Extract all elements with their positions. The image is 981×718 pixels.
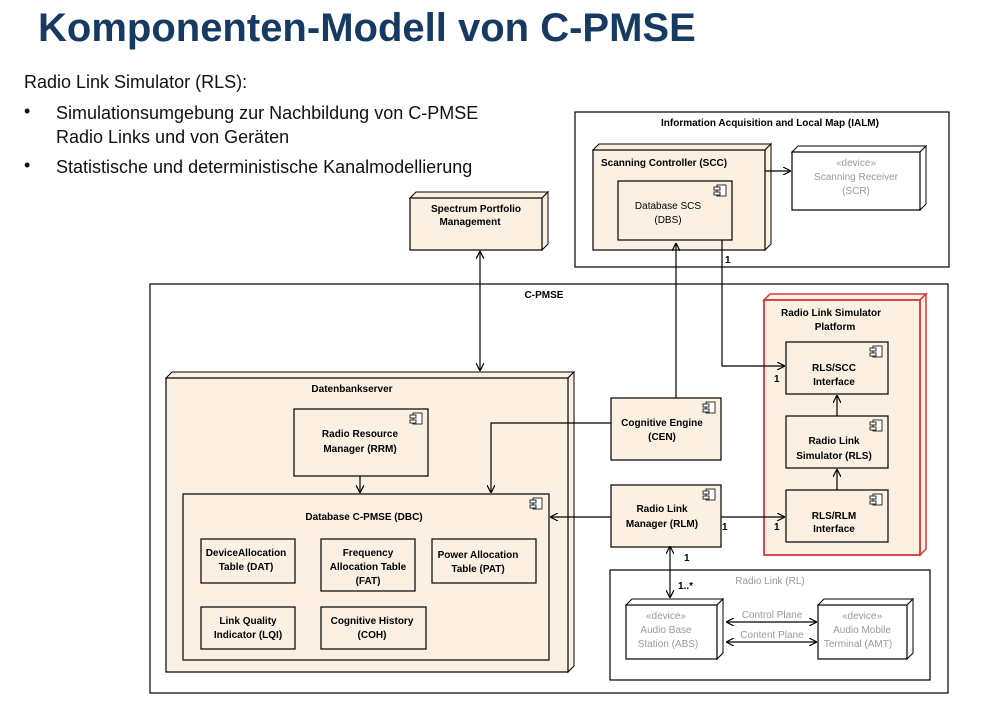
rls-scc-component: RLS/SCC Interface	[785, 341, 889, 395]
cen-component: Cognitive Engine (CEN)	[610, 397, 722, 461]
dbs-line1: Database SCS	[635, 201, 701, 212]
amt-line2: Terminal (AMT)	[824, 639, 892, 650]
coh-line2: (COH)	[358, 630, 387, 641]
multiplicity-label: 1	[722, 522, 728, 533]
component-icon	[869, 345, 883, 358]
scr-line1: Scanning Receiver	[814, 172, 899, 183]
dbc-label: Database C-PMSE (DBC)	[305, 512, 422, 523]
bullet-text-line: Simulationsumgebung zur Nachbildung von …	[56, 103, 479, 123]
pat-line1: Power Allocation	[438, 550, 519, 561]
control-plane-label: Control Plane	[742, 610, 803, 621]
rlsp-line2: Platform	[815, 322, 856, 333]
rrm-component: Radio Resource Manager (RRM)	[293, 408, 429, 477]
rl-label: Radio Link (RL)	[735, 576, 804, 587]
multiplicity-label: 1	[774, 374, 780, 385]
pat-line2: Table (PAT)	[451, 564, 504, 575]
rls-scc-line2: Interface	[813, 377, 855, 388]
cen-line2: (CEN)	[648, 432, 676, 443]
intro-heading: Radio Link Simulator (RLS):	[24, 72, 248, 92]
lqi-table: Link Quality Indicator (LQI)	[200, 606, 296, 650]
spm-line1: Spectrum Portfolio	[431, 204, 521, 215]
component-icon	[702, 488, 716, 501]
abs-line2: Station (ABS)	[638, 639, 699, 650]
lqi-line1: Link Quality	[219, 616, 277, 627]
spm-line2: Management	[439, 217, 501, 228]
scr-line2: (SCR)	[842, 186, 870, 197]
content-plane-label: Content Plane	[740, 630, 804, 641]
pat-table: Power Allocation Table (PAT)	[431, 538, 537, 584]
multiplicity-label: 1	[774, 522, 780, 533]
abs-device: «device» Audio Base Station (ABS)	[624, 597, 725, 661]
rrm-line2: Manager (RRM)	[323, 444, 396, 455]
dat-table: DeviceAllocation Table (DAT)	[200, 538, 296, 584]
rlm-line2: Manager (RLM)	[626, 519, 698, 530]
amt-stereotype: «device»	[842, 611, 882, 622]
abs-line1: Audio Base	[640, 625, 692, 636]
rls-scc-line1: RLS/SCC	[812, 363, 856, 374]
bullet-text-line: Statistische und deterministische Kanalm…	[56, 157, 473, 177]
dbserver-label: Datenbankserver	[311, 384, 392, 395]
abs-stereotype: «device»	[646, 611, 686, 622]
ialm-label: Information Acquisition and Local Map (I…	[661, 118, 879, 129]
dbs-component: Database SCS (DBS)	[617, 180, 733, 241]
component-icon	[702, 401, 716, 414]
rls-line2: Simulator (RLS)	[796, 451, 872, 462]
lqi-line2: Indicator (LQI)	[214, 630, 282, 641]
fat-line3: (FAT)	[356, 576, 381, 587]
rls-rlm-component: RLS/RLM Interface	[785, 489, 889, 543]
cpmse-frame: C-PMSE	[149, 283, 949, 694]
dbs-line2: (DBS)	[654, 215, 681, 226]
rls-line1: Radio Link	[808, 436, 860, 447]
scc-label: Scanning Controller (SCC)	[601, 158, 727, 169]
cpmse-label: C-PMSE	[525, 290, 564, 301]
multiplicity-label: 1	[684, 553, 690, 564]
amt-line1: Audio Mobile	[833, 625, 891, 636]
rlm-line1: Radio Link	[636, 504, 688, 515]
scr-stereotype: «device»	[836, 158, 876, 169]
bullet-text-line: Radio Links und von Geräten	[56, 127, 290, 147]
component-icon	[529, 497, 543, 510]
rls-rlm-line1: RLS/RLM	[812, 511, 856, 522]
rls-rlm-line2: Interface	[813, 524, 855, 535]
fat-table: Frequency Allocation Table (FAT)	[320, 538, 416, 592]
connector-dbs-rlsscc	[721, 240, 784, 366]
spm-node: Spectrum Portfolio Management	[408, 190, 550, 252]
cen-line1: Cognitive Engine	[621, 418, 703, 429]
scr-device: «device» Scanning Receiver (SCR)	[790, 144, 928, 212]
amt-device: «device» Audio Mobile Terminal (AMT)	[816, 597, 915, 661]
fat-line1: Frequency	[343, 548, 394, 559]
dat-line2: Table (DAT)	[219, 562, 274, 573]
coh-table: Cognitive History (COH)	[320, 606, 427, 650]
coh-line1: Cognitive History	[331, 616, 414, 627]
rlsp-line1: Radio Link Simulator	[781, 308, 881, 319]
component-icon	[713, 184, 727, 197]
dat-line1: DeviceAllocation	[206, 548, 287, 559]
multiplicity-label: 1	[725, 255, 731, 266]
rrm-line1: Radio Resource	[322, 429, 399, 440]
fat-line2: Allocation Table	[330, 562, 407, 573]
rls-component: Radio Link Simulator (RLS)	[785, 415, 889, 469]
multiplicity-label: 1..*	[678, 581, 693, 592]
connector-cen-dbc	[491, 422, 611, 492]
bullet-marker: •	[24, 101, 31, 121]
page-title: Komponenten-Modell von C-PMSE	[38, 6, 696, 50]
component-icon	[869, 419, 883, 432]
component-icon	[869, 493, 883, 506]
bullet-marker: •	[24, 155, 31, 175]
rlm-component: Radio Link Manager (RLM)	[610, 484, 722, 548]
component-icon	[409, 412, 423, 425]
